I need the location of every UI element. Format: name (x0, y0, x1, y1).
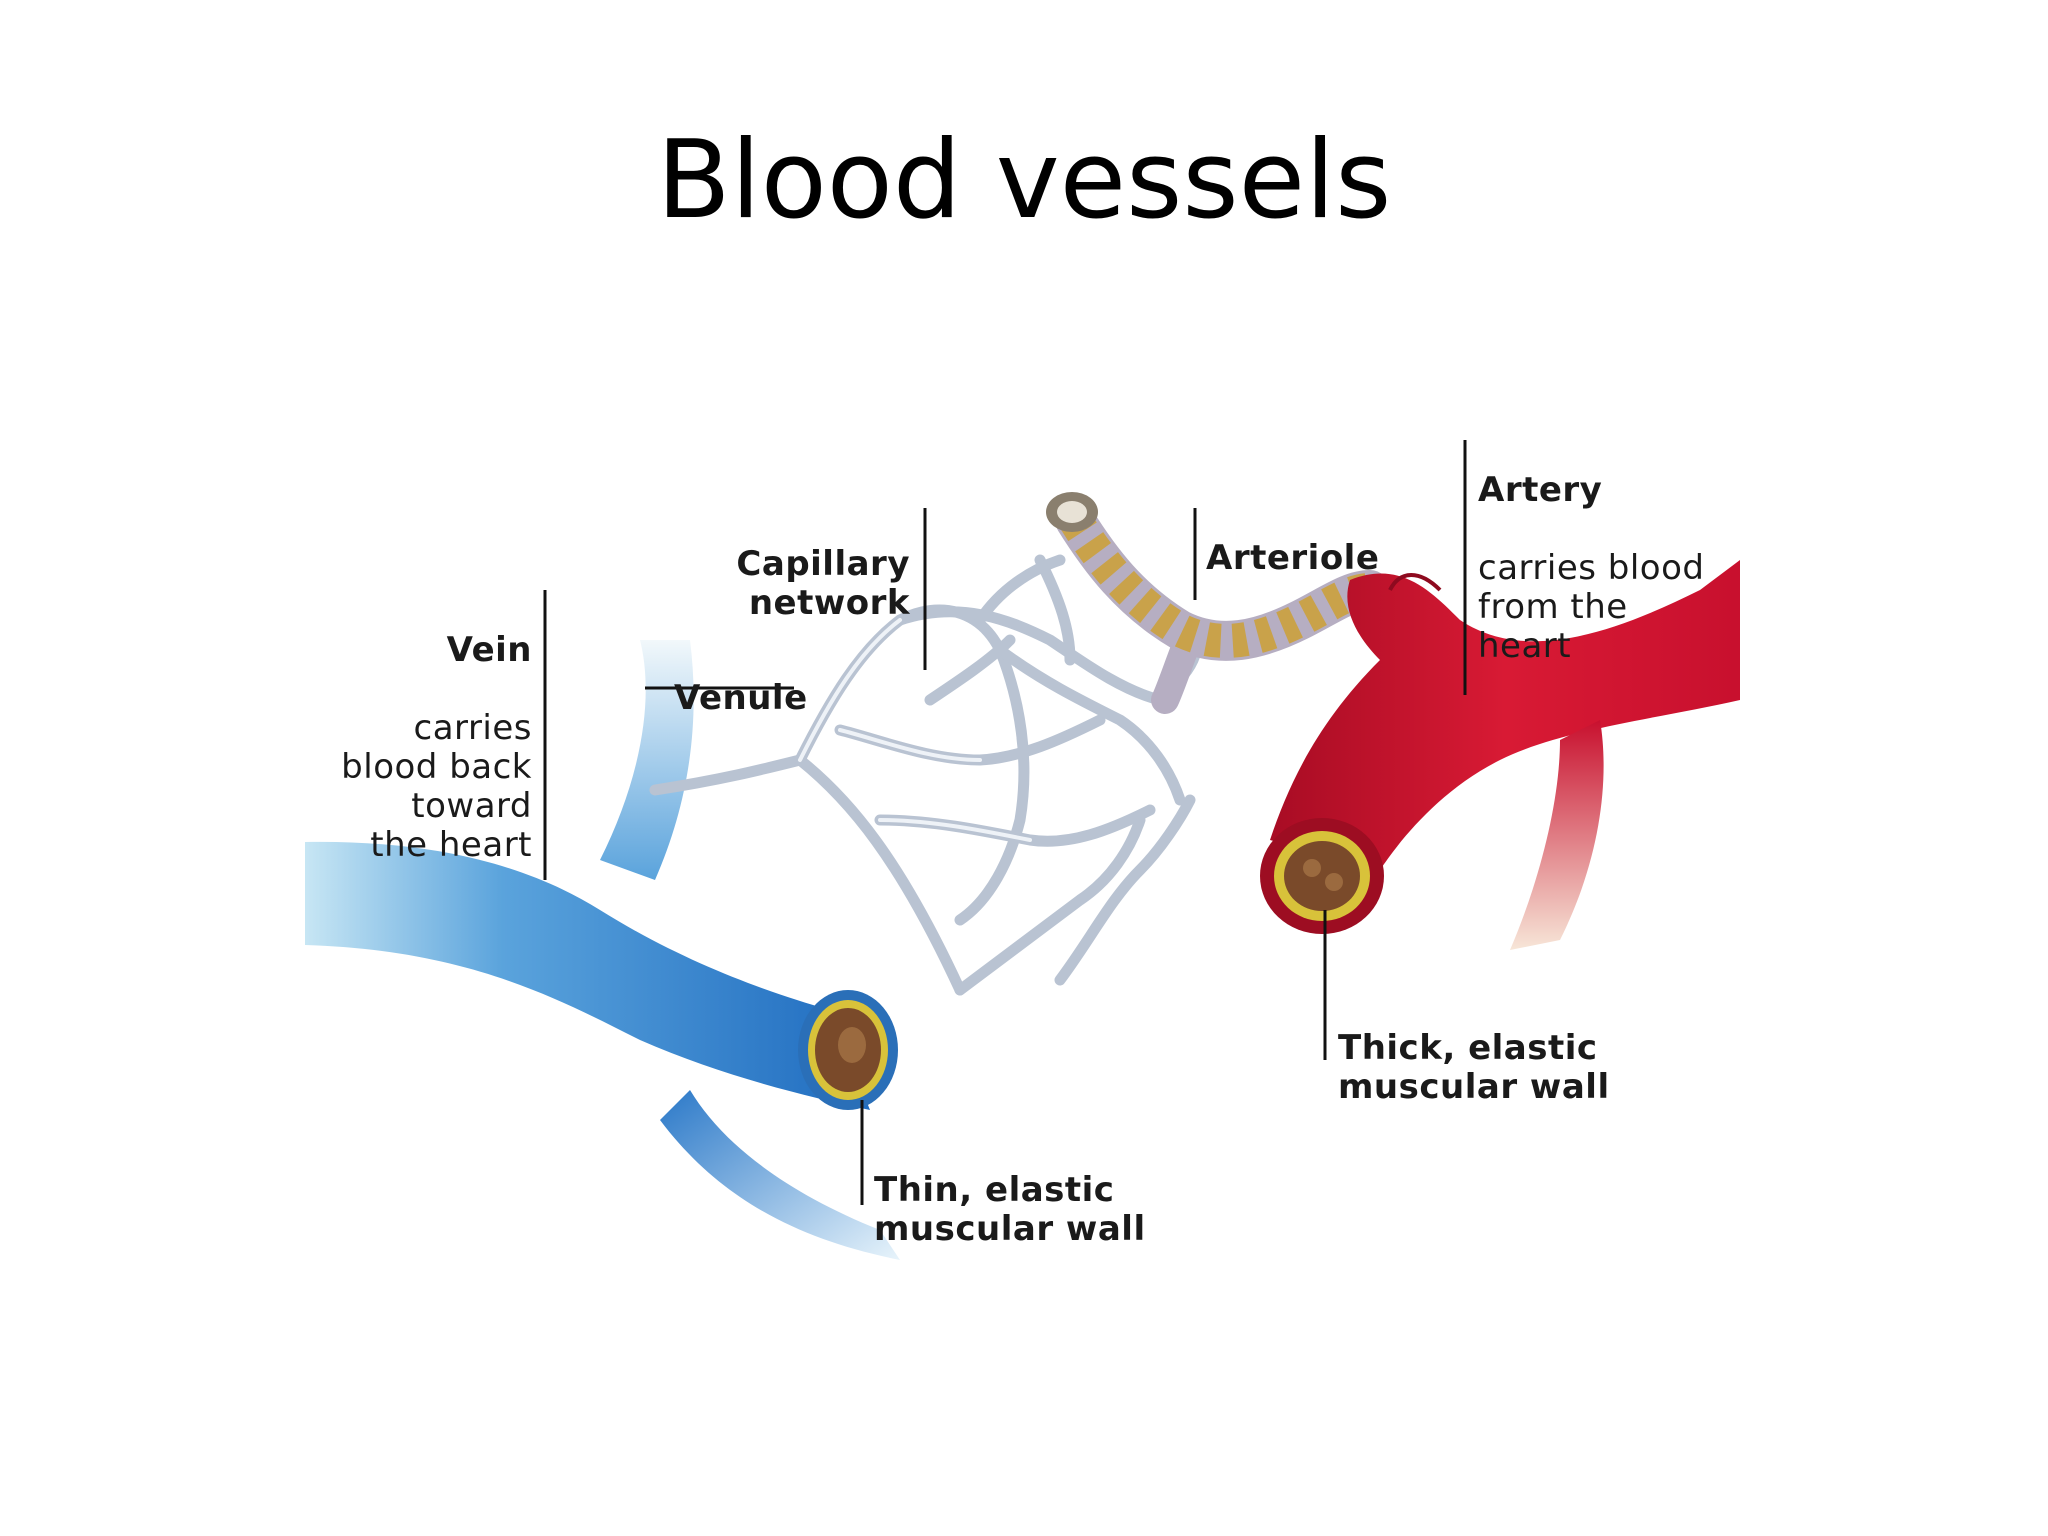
label-artery: Artery carries blood from the heart (1478, 432, 1705, 705)
label-arteriole: Arteriole (1206, 500, 1379, 617)
capillary-highlights (798, 618, 1032, 842)
label-vein-wall: Thin, elastic muscular wall (874, 1132, 1146, 1288)
label-venule: Venule (674, 640, 808, 757)
label-artery-heading: Artery (1478, 470, 1603, 510)
label-capillary-heading: Capillary network (736, 544, 910, 623)
label-vein: Vein carries blood back toward the heart (300, 592, 532, 904)
venule-shape (600, 640, 694, 880)
leader-lines (543, 440, 1467, 1205)
vein-shape (305, 841, 900, 1260)
label-vein-wall-heading: Thin, elastic muscular wall (874, 1170, 1146, 1249)
label-artery-wall: Thick, elastic muscular wall (1338, 990, 1610, 1146)
label-vein-body: carries blood back toward the heart (341, 708, 532, 865)
label-artery-wall-heading: Thick, elastic muscular wall (1338, 1028, 1610, 1107)
artery-shape (1270, 560, 1740, 950)
label-artery-body: carries blood from the heart (1478, 548, 1705, 666)
artery-cross-section (1260, 818, 1384, 934)
slide-title: Blood vessels (656, 118, 1392, 243)
vein-cross-section (798, 990, 898, 1110)
label-vein-heading: Vein (446, 630, 532, 670)
label-capillary: Capillary network (700, 506, 910, 662)
label-venule-heading: Venule (674, 678, 808, 718)
label-arteriole-heading: Arteriole (1206, 538, 1380, 578)
arteriole-shape (1046, 492, 1390, 714)
